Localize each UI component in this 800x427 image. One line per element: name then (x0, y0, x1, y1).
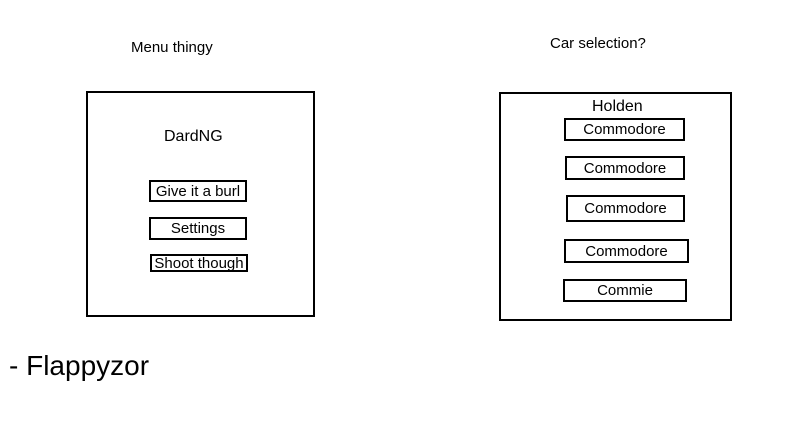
car-option-commodore-2[interactable]: Commodore (565, 156, 685, 180)
author-signature: - Flappyzor (9, 350, 150, 381)
car-brand-title: Holden (592, 98, 643, 115)
car-option-commodore-3[interactable]: Commodore (566, 195, 685, 222)
car-selection-caption: Car selection? (550, 35, 646, 52)
car-selection-frame: Holden Commodore Commodore Commodore Com… (499, 92, 732, 321)
settings-button[interactable]: Settings (149, 217, 247, 240)
menu-caption: Menu thingy (131, 39, 213, 56)
shoot-though-button[interactable]: Shoot though (150, 254, 248, 272)
car-option-commodore-4[interactable]: Commodore (564, 239, 689, 263)
give-it-a-burl-button[interactable]: Give it a burl (149, 180, 247, 202)
car-option-commodore-1[interactable]: Commodore (564, 118, 685, 141)
menu-frame: DardNG Give it a burl Settings Shoot tho… (86, 91, 315, 317)
menu-title: DardNG (164, 128, 223, 145)
car-option-commie[interactable]: Commie (563, 279, 687, 302)
